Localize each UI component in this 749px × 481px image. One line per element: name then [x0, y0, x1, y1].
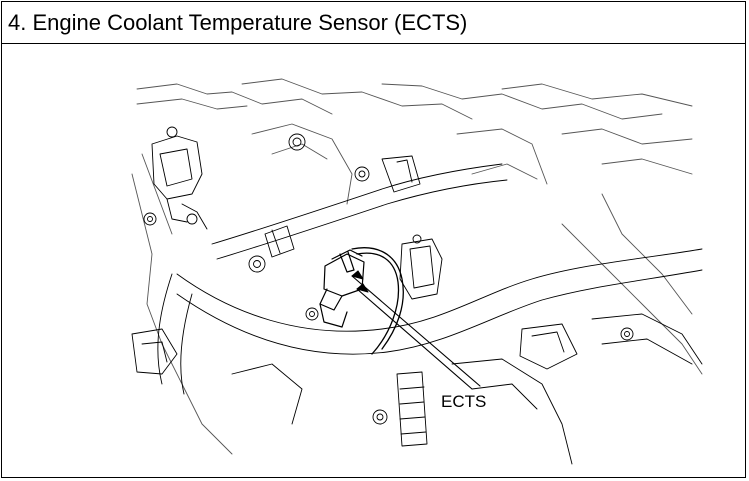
engine-block-outline: [131, 78, 703, 455]
left-connector: [143, 126, 208, 230]
title-bar: 4. Engine Coolant Temperature Sensor (EC…: [2, 2, 745, 44]
upper-pipe: [211, 155, 508, 260]
coolant-hose: [157, 248, 703, 395]
engine-line-drawing: ECTS: [131, 78, 703, 465]
hose-clamp: [264, 225, 295, 258]
page-title: 4. Engine Coolant Temperature Sensor (EC…: [8, 10, 468, 35]
ects-wire-harness: [351, 247, 404, 355]
lower-components: [131, 313, 703, 465]
wire-connector: [399, 234, 443, 300]
ects-leader-lines: [351, 270, 481, 390]
engine-illustration: ECTS: [2, 44, 747, 478]
ects-callout-label: ECTS: [441, 392, 486, 411]
bolts: [248, 133, 634, 425]
